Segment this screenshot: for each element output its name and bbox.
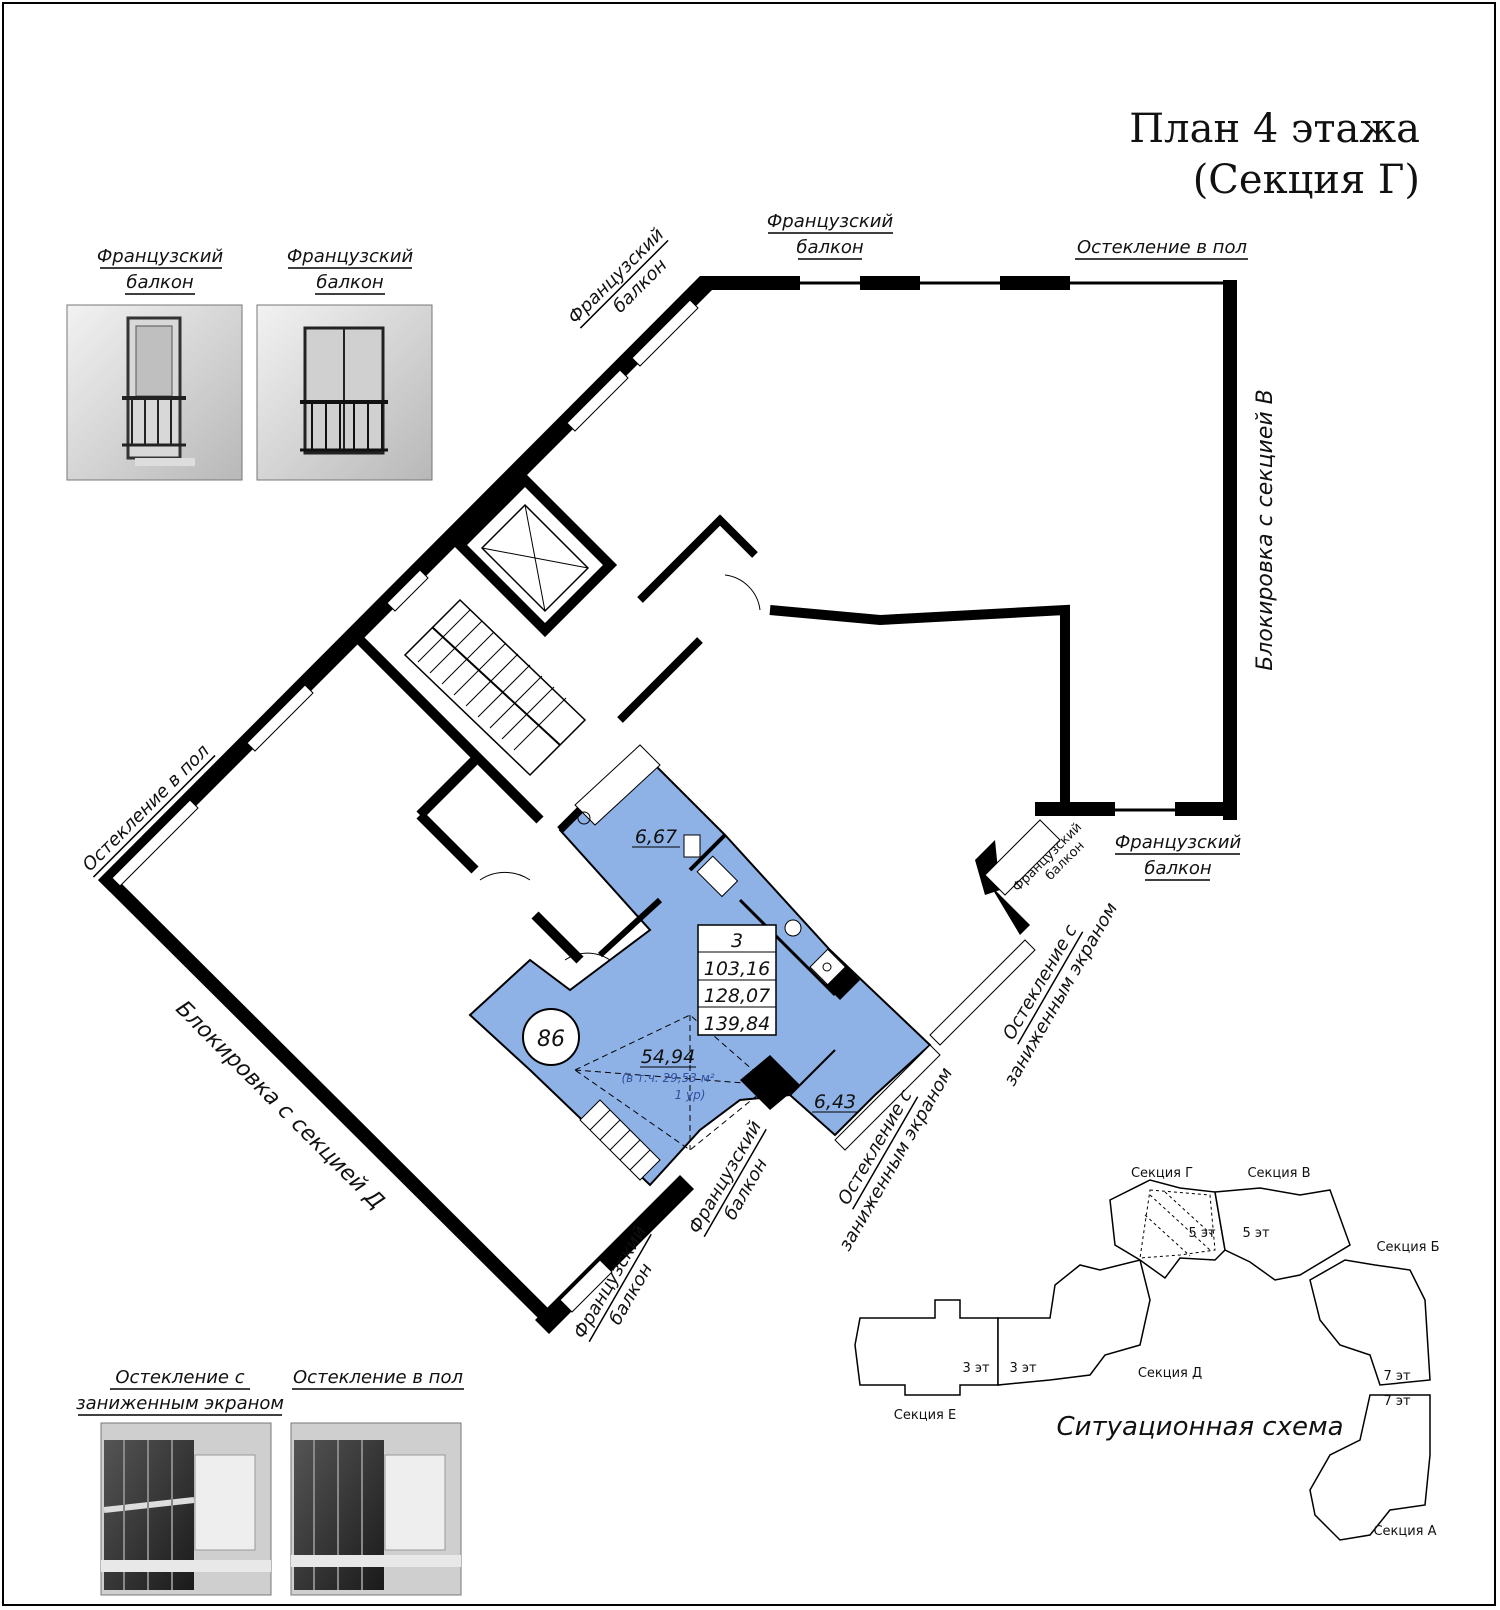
label-french-balcony-e-line2: балкон xyxy=(1144,858,1212,879)
legend-french-balcony-2: Французский балкон xyxy=(256,246,433,481)
legend-label-line2: заниженным экраном xyxy=(76,1393,284,1414)
legend-label-line2: балкон xyxy=(126,272,194,293)
scheme-floor-g: 5 эт xyxy=(1188,1226,1216,1241)
label-glazing-low-e: Остекление с заниженным экраном xyxy=(999,899,1122,1090)
apartment-area-living: 103,16 xyxy=(704,958,770,980)
legend-label-line1: Французский xyxy=(97,246,224,267)
label-french-balcony-e-line1: Французский xyxy=(1115,832,1242,853)
apartment-number-badge xyxy=(522,1008,580,1066)
scheme-section-d: Секция Д xyxy=(1138,1366,1202,1381)
legend-french-balcony-1: Французский балкон xyxy=(66,246,243,481)
legend-label-line1: Остекление с xyxy=(115,1367,244,1388)
scheme-title: Ситуационная схема xyxy=(1056,1412,1343,1442)
sink-icon xyxy=(784,919,802,937)
scheme-section-g: Секция Г xyxy=(1131,1166,1193,1181)
stove-icon xyxy=(809,948,847,986)
toilet-icon xyxy=(683,834,701,858)
scheme-section-e: Секция Е xyxy=(894,1408,956,1423)
svg-text:Блокировка с секцией В: Блокировка с секцией В xyxy=(1253,389,1278,671)
french-balcony-photo-1-icon xyxy=(66,304,243,481)
scheme-floor-v: 5 эт xyxy=(1242,1226,1270,1241)
apartment-rooms: 3 xyxy=(731,930,743,952)
apartment-area-total: 128,07 xyxy=(704,985,770,1007)
scheme-section-b: Секция Б xyxy=(1376,1240,1439,1255)
scheme-section-v: Секция В xyxy=(1247,1166,1310,1181)
plan-title: План 4 этажа xyxy=(1129,106,1420,152)
legend-glazing-floor: Остекление в пол xyxy=(290,1367,464,1596)
loggia-area: 6,43 xyxy=(814,1091,856,1113)
svg-text:Блокировка с секцией Д: Блокировка с секцией Д xyxy=(170,996,388,1214)
scheme-floor-b: 7 эт xyxy=(1383,1369,1411,1384)
floor-plan xyxy=(98,276,1237,1334)
room-main-note-line2: 1 ур) xyxy=(675,1088,706,1102)
bathroom-area: 6,67 xyxy=(635,826,677,848)
scheme-floor-d: 3 эт xyxy=(1009,1361,1037,1376)
apartment-area-total-balcony: 139,84 xyxy=(704,1013,770,1035)
label-block-d: Блокировка с секцией Д xyxy=(170,996,388,1214)
room-main-area: 54,94 xyxy=(641,1046,695,1068)
legend-label: Остекление в пол xyxy=(293,1367,463,1388)
scheme-floor-e: 3 эт xyxy=(962,1361,990,1376)
legend-label-line2: балкон xyxy=(316,272,384,293)
label-french-balcony-top-line2: балкон xyxy=(796,237,864,258)
apartment-number: 86 xyxy=(537,1027,565,1052)
apartment-info: 86 3 103,16 128,07 139,84 54,94 (в т.ч. … xyxy=(522,826,858,1113)
french-balcony-photo-2-icon xyxy=(256,304,433,481)
scheme-floor-a: 7 эт xyxy=(1383,1394,1411,1409)
room-main-note-line1: (в т.ч. 29,53 м² xyxy=(621,1071,714,1085)
glazing-floor-photo-icon xyxy=(290,1422,462,1596)
label-glazing-floor-top: Остекление в пол xyxy=(1077,237,1247,258)
plan-subtitle: (Секция Г) xyxy=(1193,157,1420,203)
label-french-balcony-top-line1: Французский xyxy=(767,211,894,232)
bathtub-icon xyxy=(574,744,661,826)
legend-glazing-low-screen: Остекление с заниженным экраном xyxy=(76,1367,284,1596)
label-block-v: Блокировка с секцией В xyxy=(1253,389,1278,671)
legend-label-line1: Французский xyxy=(287,246,414,267)
stairs-icon xyxy=(403,598,587,777)
scheme-section-a: Секция А xyxy=(1373,1524,1436,1539)
elevator-icon xyxy=(452,472,618,638)
situational-scheme: Секция Г Секция В Секция Б Секция Д Секц… xyxy=(854,1166,1440,1541)
label-french-balcony-s: Французский балкон xyxy=(685,1117,773,1237)
glazing-low-screen-photo-icon xyxy=(100,1422,272,1596)
